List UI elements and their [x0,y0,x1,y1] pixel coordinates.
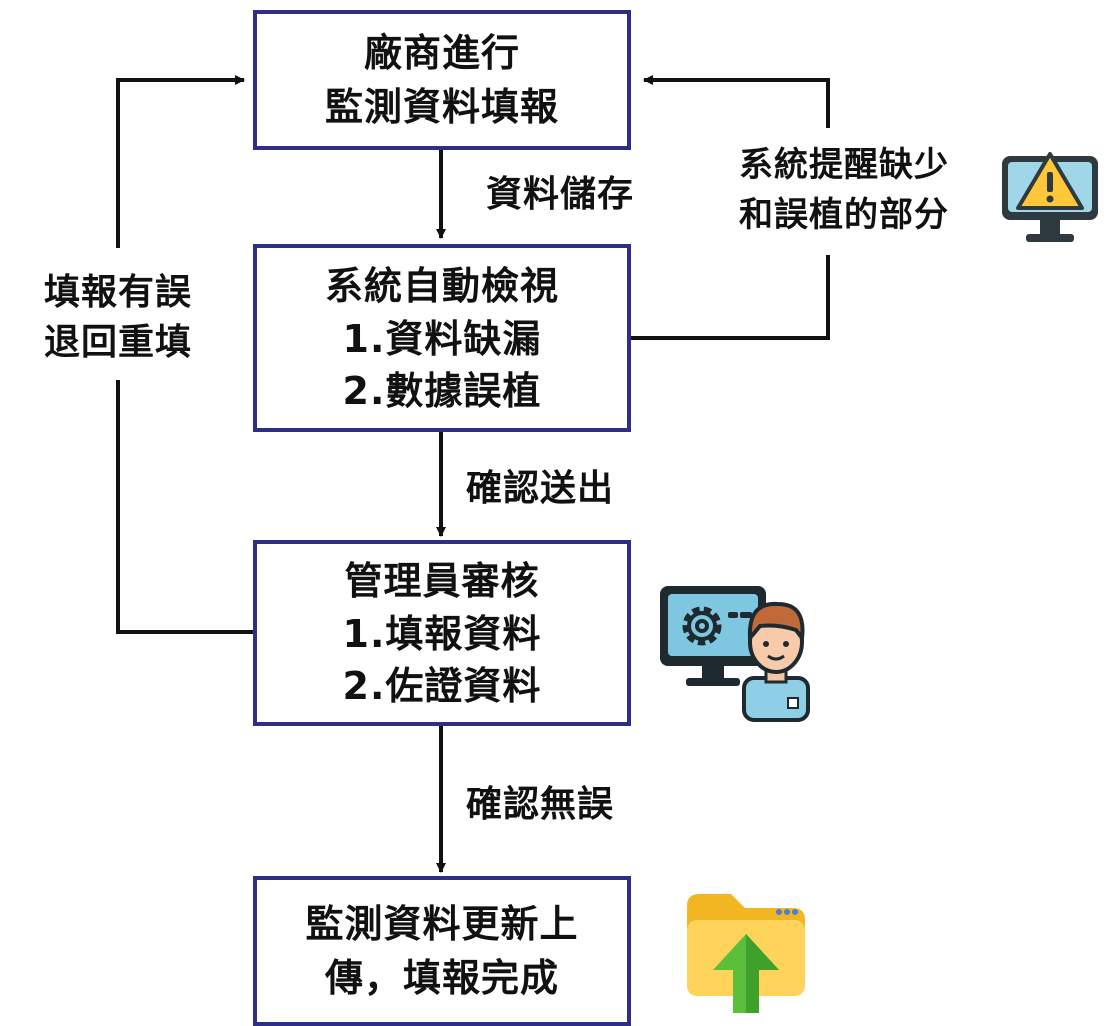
label-reject: 填報有誤 退回重填 [18,268,218,368]
box-vendor-fill-in-line2: 監測資料填報 [324,85,559,129]
arrow-reminder-loop-upper [643,75,830,128]
label-reject-line2: 退回重填 [43,322,192,363]
label-reminder: 系統提醒缺少 和誤植的部分 [714,140,974,240]
box-complete-line2: 傳，填報完成 [324,956,559,1000]
arrow-reminder-loop [630,255,830,340]
label-reject-line1: 填報有誤 [43,272,192,313]
box-complete: 監測資料更新上 傳，填報完成 [253,876,631,1026]
box-auto-check-item1: 1.資料缺漏 [342,317,542,361]
box-admin-review: 管理員審核 1.填報資料 2.佐證資料 [253,540,631,726]
monitor-warning-icon [1002,152,1098,242]
box-admin-review-item2: 2.佐證資料 [342,664,542,708]
label-confirm-ok: 確認無誤 [466,784,615,825]
arrow-reject-loop [116,380,255,634]
label-save: 資料儲存 [486,174,635,215]
box-vendor-fill-in: 廠商進行 監測資料填報 [253,10,631,150]
box-complete-line1: 監測資料更新上 [305,902,579,946]
box-auto-check: 系統自動檢視 1.資料缺漏 2.數據誤植 [253,244,631,432]
admin-computer-icon [660,586,810,722]
box-auto-check-title: 系統自動檢視 [324,264,559,308]
label-confirm-send: 確認送出 [466,468,615,509]
arrow-reject-loop-upper [116,75,245,248]
box-vendor-fill-in-line1: 廠商進行 [363,31,520,75]
label-reminder-line1: 系統提醒缺少 [739,145,949,185]
box-admin-review-title: 管理員審核 [344,559,540,603]
folder-upload-icon [687,894,805,1013]
label-reminder-line2: 和誤植的部分 [739,195,949,235]
box-admin-review-item1: 1.填報資料 [342,612,542,656]
box-auto-check-item2: 2.數據誤植 [342,369,542,413]
